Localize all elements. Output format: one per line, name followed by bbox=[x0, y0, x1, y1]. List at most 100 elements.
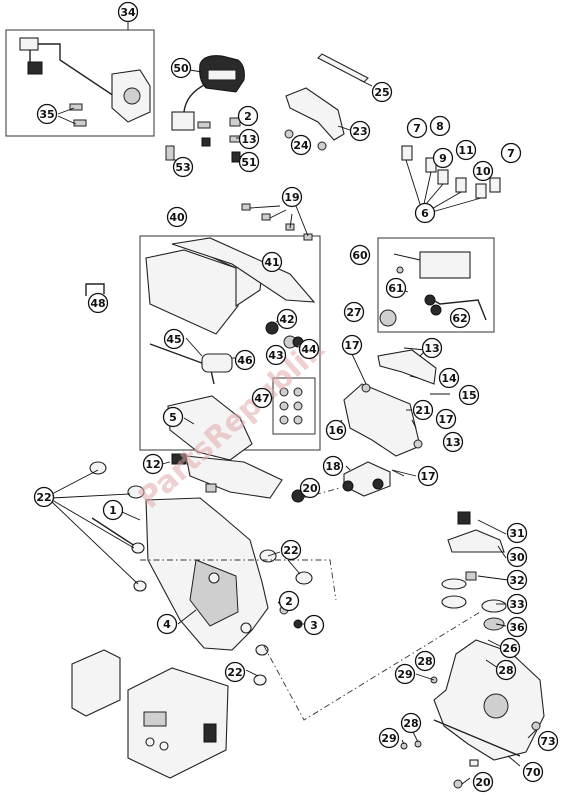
callout-36-label: 36 bbox=[509, 621, 525, 634]
callout-40-label: 40 bbox=[169, 211, 185, 224]
part-sensor-50 bbox=[165, 55, 245, 163]
callout-2-top: 2 bbox=[237, 105, 259, 127]
part-screw-73 bbox=[531, 721, 541, 731]
callout-29-bottom: 29 bbox=[378, 727, 400, 749]
callout-41-label: 41 bbox=[264, 256, 279, 269]
callout-61: 61 bbox=[385, 277, 407, 299]
callout-44: 44 bbox=[298, 338, 320, 360]
callout-50-label: 50 bbox=[173, 62, 189, 75]
callout-7-left: 7 bbox=[406, 117, 428, 139]
part-bracket-14 bbox=[377, 349, 437, 385]
callout-10: 10 bbox=[472, 160, 494, 182]
callout-13-top: 13 bbox=[238, 128, 260, 150]
callout-32-label: 32 bbox=[509, 574, 524, 587]
callout-16: 16 bbox=[325, 419, 347, 441]
callout-29-bottom-label: 29 bbox=[381, 732, 396, 745]
callout-5-label: 5 bbox=[169, 411, 177, 424]
callout-48: 48 bbox=[87, 292, 109, 314]
callout-47: 47 bbox=[251, 387, 273, 409]
callout-8: 8 bbox=[429, 115, 451, 137]
callout-20-bottom: 20 bbox=[472, 771, 494, 793]
callout-7-right-label: 7 bbox=[507, 147, 515, 160]
callout-46-label: 46 bbox=[237, 354, 253, 367]
callout-51: 51 bbox=[238, 151, 260, 173]
callout-2-low-label: 2 bbox=[285, 595, 293, 608]
part-tray-16 bbox=[343, 383, 421, 457]
callout-51-label: 51 bbox=[241, 156, 256, 169]
callout-17-top-label: 17 bbox=[344, 339, 359, 352]
part-module-60 bbox=[396, 251, 487, 321]
frame-47 bbox=[272, 377, 316, 435]
callout-22-bottom: 22 bbox=[224, 661, 246, 683]
callout-70-label: 70 bbox=[525, 766, 541, 779]
callout-7-right: 7 bbox=[500, 142, 522, 164]
callout-47-label: 47 bbox=[254, 392, 269, 405]
callout-11: 11 bbox=[455, 139, 477, 161]
callout-5: 5 bbox=[162, 406, 184, 428]
callout-42: 42 bbox=[276, 308, 298, 330]
callout-10-label: 10 bbox=[475, 165, 491, 178]
callout-42-label: 42 bbox=[279, 313, 294, 326]
callout-30-label: 30 bbox=[509, 551, 525, 564]
callout-29-top-label: 29 bbox=[397, 668, 412, 681]
callout-15: 15 bbox=[458, 384, 480, 406]
callout-28-bottom: 28 bbox=[400, 712, 422, 734]
callout-13-top-label: 13 bbox=[241, 133, 256, 146]
callout-29-top: 29 bbox=[394, 663, 416, 685]
callout-33-label: 33 bbox=[509, 598, 524, 611]
callout-27-label: 27 bbox=[346, 306, 361, 319]
callout-36: 36 bbox=[506, 616, 528, 638]
callout-21: 21 bbox=[412, 399, 434, 421]
callout-43-label: 43 bbox=[268, 349, 283, 362]
part-wiring-harness-34 bbox=[19, 37, 151, 127]
callout-31-label: 31 bbox=[509, 527, 524, 540]
callout-46: 46 bbox=[234, 349, 256, 371]
part-washer-17a bbox=[361, 383, 371, 393]
part-bushing-22a bbox=[89, 461, 107, 475]
part-mounts-18 bbox=[342, 461, 391, 497]
callout-22-right: 22 bbox=[280, 539, 302, 561]
callout-9-label: 9 bbox=[439, 152, 447, 165]
callout-33: 33 bbox=[506, 593, 528, 615]
callout-6-label: 6 bbox=[421, 207, 429, 220]
callout-22-left: 22 bbox=[33, 486, 55, 508]
callout-62-label: 62 bbox=[452, 312, 467, 325]
callout-24: 24 bbox=[290, 134, 312, 156]
callout-24-label: 24 bbox=[293, 139, 309, 152]
part-cylinder-46 bbox=[201, 353, 233, 373]
callout-15-label: 15 bbox=[461, 389, 476, 402]
callout-62: 62 bbox=[449, 307, 471, 329]
frame-40 bbox=[139, 235, 321, 451]
part-knob-42 bbox=[265, 321, 279, 335]
callout-4-label: 4 bbox=[163, 618, 171, 631]
callout-28-right: 28 bbox=[495, 659, 517, 681]
callout-53-label: 53 bbox=[175, 161, 190, 174]
callout-61-label: 61 bbox=[388, 282, 403, 295]
callout-28-bottom-label: 28 bbox=[403, 717, 418, 730]
callout-13-low-label: 13 bbox=[445, 436, 460, 449]
callout-17-mid-label: 17 bbox=[438, 413, 453, 426]
part-bracket-23 bbox=[285, 87, 345, 141]
part-screws-19 bbox=[241, 203, 313, 241]
callout-41: 41 bbox=[261, 251, 283, 273]
part-washer-13b bbox=[413, 439, 423, 449]
callout-2-low: 2 bbox=[278, 590, 300, 612]
callout-16-label: 16 bbox=[328, 424, 344, 437]
part-gear-mark bbox=[379, 309, 397, 327]
part-bushing-22f bbox=[295, 571, 313, 585]
callout-23-label: 23 bbox=[352, 125, 367, 138]
callout-73-label: 73 bbox=[540, 735, 555, 748]
callout-19: 19 bbox=[281, 186, 303, 208]
callout-25: 25 bbox=[371, 81, 393, 103]
callout-50: 50 bbox=[170, 57, 192, 79]
callout-14: 14 bbox=[438, 367, 460, 389]
part-nut-24a bbox=[284, 129, 294, 139]
assembly-line-c bbox=[301, 487, 341, 499]
part-nut-20b bbox=[453, 779, 463, 789]
callout-20-mid-label: 20 bbox=[302, 482, 318, 495]
part-grommets-47 bbox=[279, 387, 303, 425]
callout-23: 23 bbox=[349, 120, 371, 142]
callout-14-label: 14 bbox=[441, 372, 457, 385]
frame-34 bbox=[5, 29, 155, 137]
callout-3-label: 3 bbox=[310, 619, 318, 632]
